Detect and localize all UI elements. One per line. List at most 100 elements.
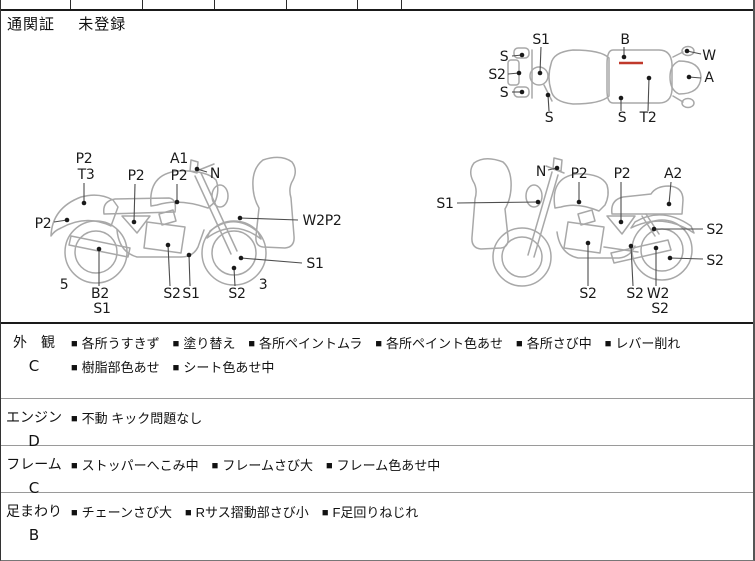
damage-point-dot [686, 74, 692, 80]
defect-item: ■各所ペイントムラ [248, 336, 363, 351]
damage-point-dot [194, 166, 200, 172]
defect-item: ■フレーム色あせ中 [325, 458, 441, 473]
damage-code-label: W2 [647, 286, 669, 302]
damage-code-label: S2 [706, 253, 723, 269]
leader-line [133, 183, 136, 223]
damage-code-label: S2 [706, 222, 723, 238]
damage-code-label: P2 [35, 216, 52, 232]
category-column: フレーム C [1, 446, 67, 497]
damage-point-dot [554, 165, 560, 171]
damage-code-label: 5 [60, 277, 69, 293]
damage-code-label: B2 [91, 286, 109, 302]
defect-item: ■レバー削れ [604, 336, 681, 351]
inspection-row: 外 観 C ■各所うすきず■塗り替え■各所ペイントムラ■各所ペイント色あせ■各所… [1, 324, 753, 398]
damage-point-dot [64, 217, 70, 223]
leader-line [233, 267, 236, 287]
damage-code-label: S1 [436, 196, 453, 212]
table-cell [358, 0, 402, 9]
damage-code-label: S1 [306, 256, 323, 272]
checkbox-filled-icon: ■ [604, 338, 612, 350]
damage-point-dot [535, 199, 541, 205]
damage-point-dot [186, 252, 192, 258]
damage-code-label: S [500, 49, 509, 65]
category-label: エンジン [6, 409, 62, 425]
damage-code-label: A [704, 70, 714, 86]
damage-code-label: P2 [128, 168, 145, 184]
checkbox-filled-icon: ■ [172, 338, 180, 350]
damage-code-label: P2 [571, 166, 588, 182]
damage-point-dot [537, 70, 543, 76]
row-items: ■チェーンさび大■Rサス摺動部さび小■F足回りねじれ [67, 493, 753, 560]
damage-point-dot [618, 95, 624, 101]
damage-code-label: P2 [614, 166, 631, 182]
damage-code-label: S2 [579, 286, 596, 302]
damage-point-dot [576, 199, 582, 205]
damage-code-label: S1 [532, 32, 549, 48]
category-label: 外 観 [13, 334, 55, 350]
leader-line [539, 46, 542, 74]
damage-point-dot [516, 70, 522, 76]
customs-value: 未登録 [78, 16, 127, 33]
damage-code-label: S2 [488, 67, 505, 83]
leader-line [167, 244, 171, 287]
checkbox-filled-icon: ■ [185, 507, 192, 519]
damage-code-label: S1 [93, 301, 110, 317]
checkbox-filled-icon: ■ [211, 460, 219, 472]
damage-point-dot [545, 92, 551, 98]
damage-point-dot [231, 265, 237, 271]
damage-code-label: A1 [170, 151, 188, 167]
damage-code-label: P2 [171, 168, 188, 184]
table-cell [71, 0, 143, 9]
damage-code-label: W2P2 [303, 213, 342, 229]
inspection-row: 足まわり B ■チェーンさび大■Rサス摺動部さび小■F足回りねじれ [1, 492, 753, 560]
grade-value: C [28, 357, 40, 375]
damage-point-dot [621, 54, 627, 60]
damage-code-label: W [702, 48, 716, 64]
damage-code-label: S2 [626, 286, 643, 302]
checkbox-filled-icon: ■ [172, 361, 180, 374]
damage-point-dot [238, 255, 244, 261]
category-label: 足まわり [6, 503, 62, 519]
top-view-outline [507, 45, 702, 109]
damage-code-label: S1 [182, 286, 199, 302]
damage-point-dot [628, 243, 634, 249]
leader-line [240, 257, 303, 264]
checkbox-filled-icon: ■ [248, 338, 255, 350]
damage-code-label: 3 [259, 277, 268, 293]
defect-item: ■フレームさび大 [211, 458, 313, 473]
damage-code-label: S [618, 110, 627, 126]
grade-value: C [28, 479, 40, 497]
damage-code-label: T3 [77, 167, 95, 183]
defect-item: ■F足回りねじれ [321, 505, 419, 520]
row-items: ■ストッパーへこみ中 ■フレームさび大 ■フレーム色あせ中 [67, 446, 753, 492]
defect-item: ■ストッパーへこみ中 [71, 458, 199, 473]
leader-line [647, 77, 650, 112]
defect-item: ■各所うすきず [71, 336, 160, 351]
damage-code-label: S2 [228, 286, 245, 302]
inspection-table: 外 観 C ■各所うすきず■塗り替え■各所ペイントムラ■各所ペイント色あせ■各所… [1, 322, 753, 560]
damage-point-dot [653, 245, 659, 251]
inspection-row: フレーム C ■ストッパーへこみ中 ■フレームさび大 ■フレーム色あせ中 [1, 445, 753, 497]
damage-point-dot [96, 246, 102, 252]
right-side-view-outline [470, 157, 695, 287]
checkbox-filled-icon: ■ [375, 338, 383, 350]
damage-code-label: N [210, 166, 220, 182]
leader-line [456, 201, 539, 204]
row-items: ■不動 キック問題なし [67, 399, 753, 445]
table-cell [1, 0, 71, 9]
damage-code-label: S2 [163, 286, 180, 302]
leader-line [188, 254, 191, 287]
leader-line [686, 50, 702, 55]
damage-point-dot [165, 242, 171, 248]
defect-item: ■各所さび中 [516, 336, 592, 351]
category-column: 外 観 C [1, 324, 67, 398]
checkbox-filled-icon: ■ [71, 507, 78, 519]
category-column: エンジン D [1, 399, 67, 450]
defect-item: ■不動 キック問題なし [71, 411, 203, 426]
leader-line [239, 217, 299, 221]
damage-point-dot [667, 255, 673, 261]
damage-point-dot [519, 89, 525, 95]
